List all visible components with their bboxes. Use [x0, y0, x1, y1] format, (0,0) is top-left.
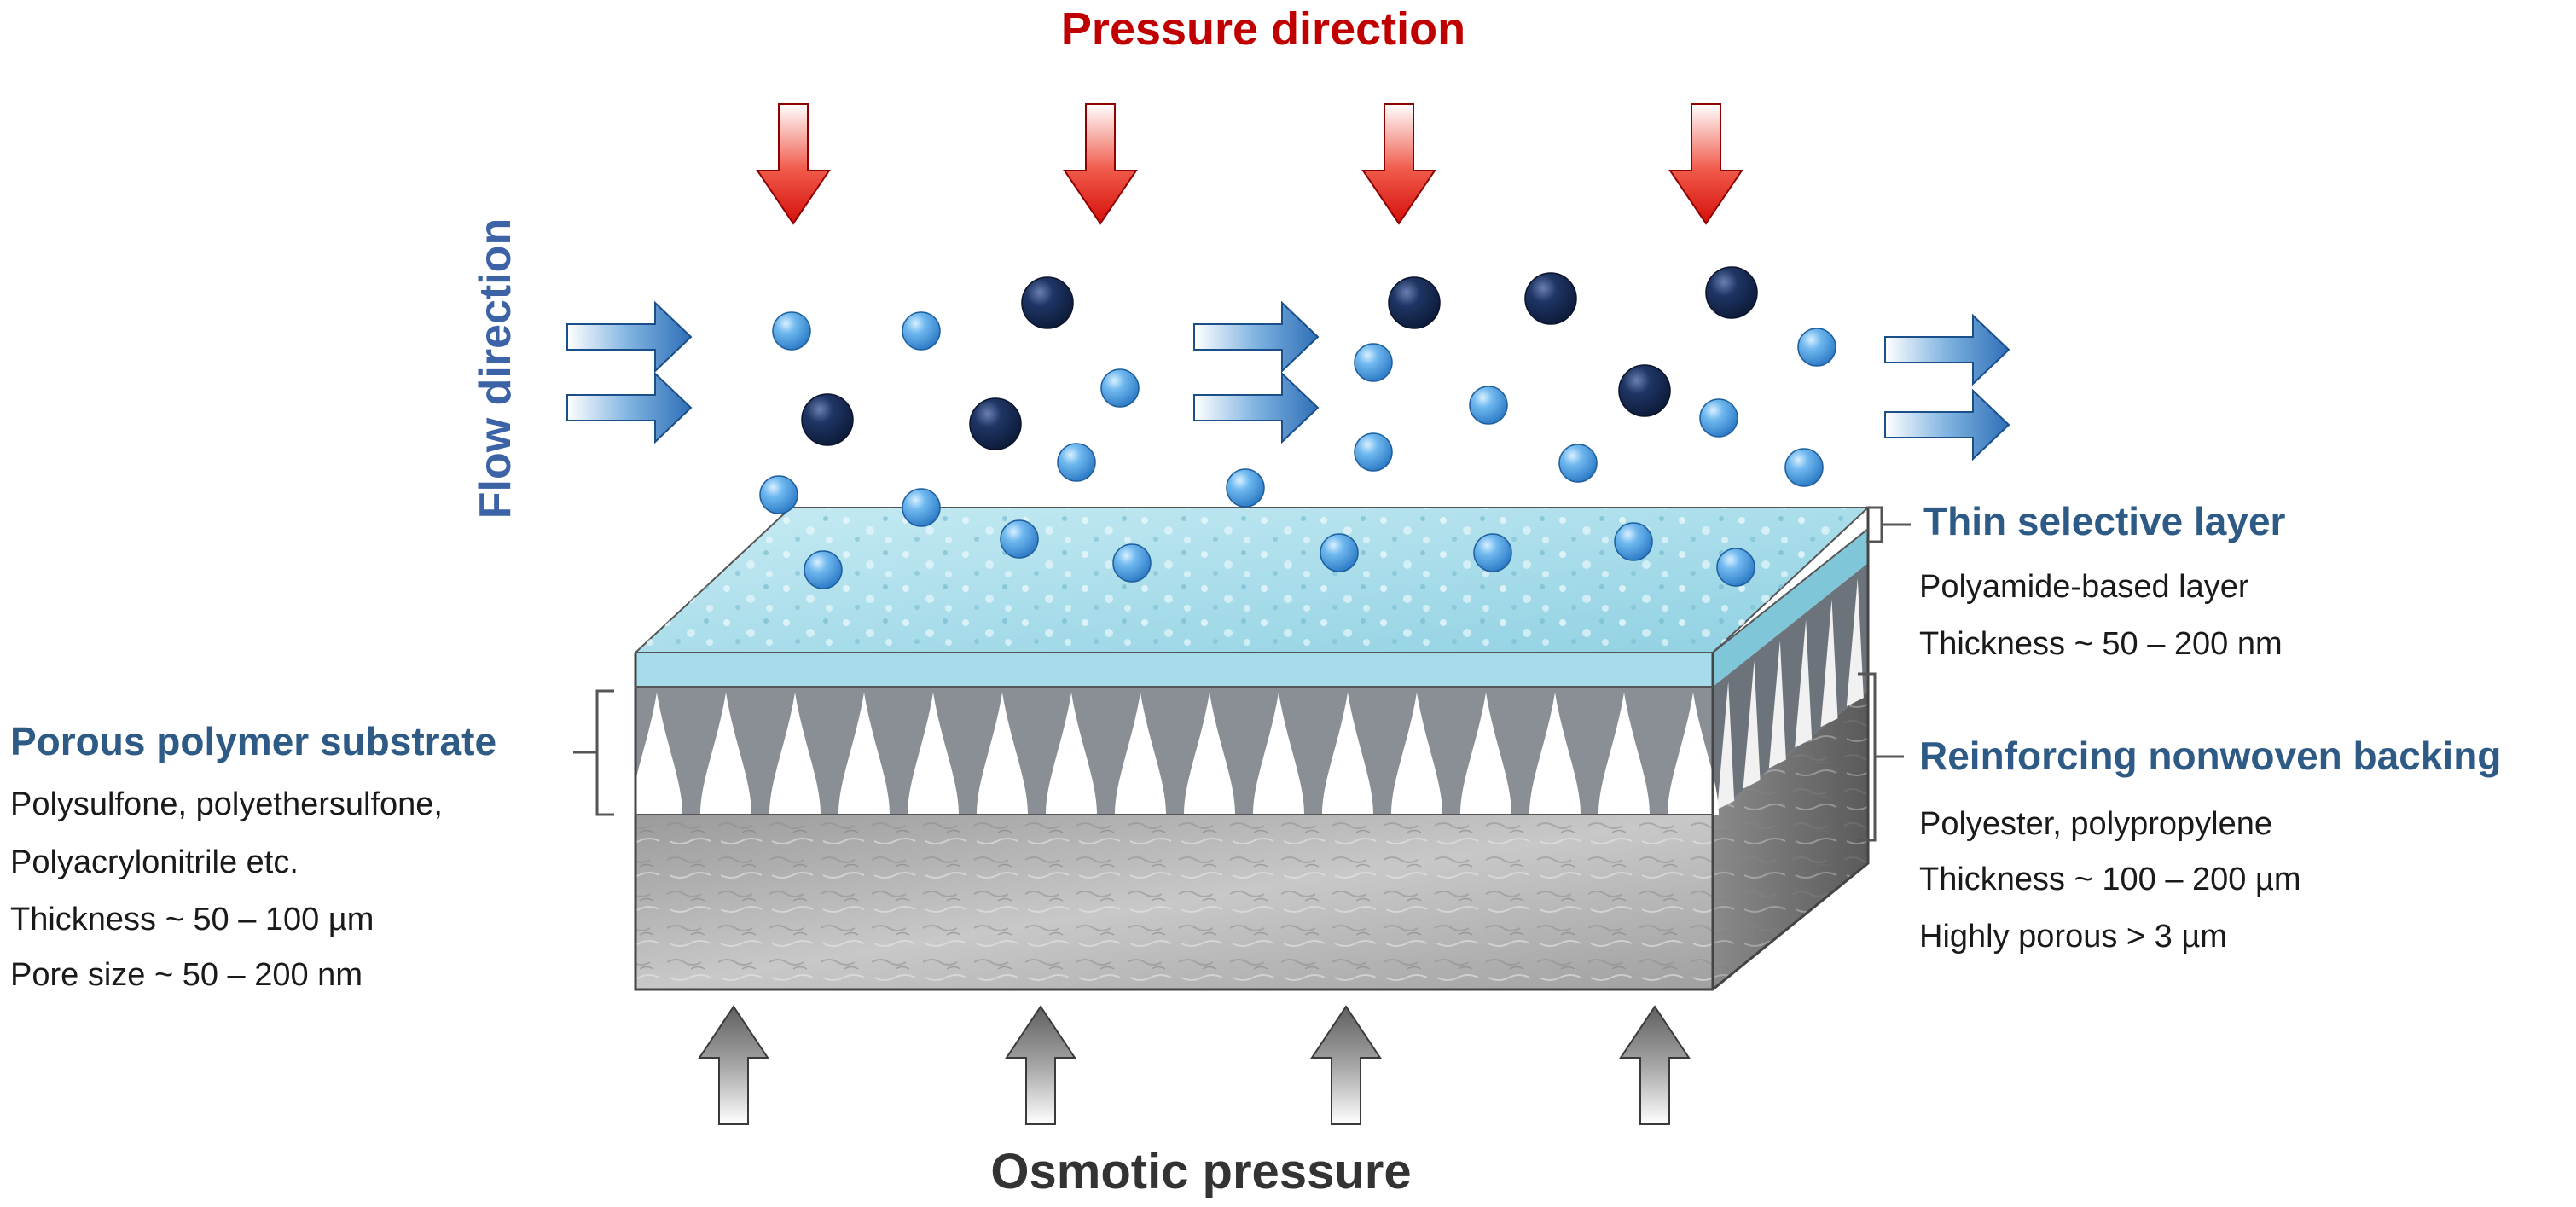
pore-shape: [1768, 640, 1786, 769]
substrate-line4: Pore size ~ 50 – 200 nm: [10, 957, 363, 993]
pore-shape: [1529, 693, 1581, 815]
small-particle: [902, 488, 941, 527]
selective-layer-title: Thin selective layer: [1923, 499, 2286, 543]
pore-shape: [977, 693, 1028, 815]
pressure-arrows: [756, 103, 1743, 225]
large-particle: [1021, 276, 1074, 329]
bracket-backing: [1858, 672, 1904, 842]
osmotic-arrow-icon: [1619, 1005, 1691, 1125]
particles: [759, 266, 1836, 589]
small-particle: [772, 311, 811, 351]
flow-arrow-icon: [1193, 300, 1320, 374]
small-particle: [1699, 398, 1738, 438]
substrate-front-pores: [631, 693, 1719, 815]
small-particle: [1000, 519, 1039, 559]
backing-title: Reinforcing nonwoven backing: [1919, 734, 2501, 778]
backing-line2: Thickness ~ 100 – 200 µm: [1919, 862, 2301, 897]
flow-arrows: [566, 300, 2010, 461]
pressure-arrow-icon: [1361, 103, 1436, 225]
small-particle: [1226, 468, 1265, 508]
pore-shape: [1743, 660, 1761, 789]
flow-arrow-icon: [566, 300, 693, 374]
small-particle: [1354, 432, 1393, 472]
pressure-arrow-icon: [1668, 103, 1743, 225]
pore-shape: [1391, 693, 1442, 815]
selective-layer-line2: Thickness ~ 50 – 200 nm: [1919, 626, 2283, 662]
pore-shape: [1184, 693, 1235, 815]
pressure-direction-label: Pressure direction: [1061, 3, 1465, 55]
osmotic-pressure-label: Osmotic pressure: [990, 1144, 1411, 1199]
pressure-arrow-icon: [756, 103, 831, 225]
small-particle: [1469, 386, 1508, 425]
pore-shape: [1460, 693, 1511, 815]
small-particle: [1354, 343, 1393, 382]
pore-shape: [1046, 693, 1097, 815]
pore-shape: [769, 693, 821, 815]
flow-arrow-icon: [1193, 371, 1320, 444]
backing-line3: Highly porous > 3 µm: [1919, 919, 2227, 955]
pore-shape: [1820, 599, 1838, 728]
small-particle: [1057, 443, 1096, 482]
small-particle: [1784, 448, 1824, 487]
small-particle: [1100, 368, 1140, 408]
bracket-substrate: [573, 689, 614, 816]
bracket-selective: [1866, 506, 1911, 543]
pore-shape: [700, 693, 751, 815]
flow-arrow-icon: [1884, 388, 2010, 461]
backing-line1: Polyester, polypropylene: [1919, 806, 2272, 842]
large-particle: [1524, 272, 1577, 325]
flow-direction-label: Flow direction: [471, 218, 520, 519]
selective-top-texture: [635, 508, 1868, 653]
osmotic-arrow-icon: [698, 1005, 769, 1125]
flow-arrow-icon: [566, 371, 693, 444]
large-particle: [1388, 276, 1441, 329]
pore-shape: [1795, 619, 1813, 748]
small-particle: [1614, 522, 1653, 561]
pore-shape: [1115, 693, 1166, 815]
osmotic-arrow-icon: [1005, 1005, 1076, 1125]
pore-shape: [838, 693, 890, 815]
substrate-line2: Polyacrylonitrile etc.: [10, 844, 299, 880]
large-particle: [1705, 266, 1758, 319]
flow-arrow-icon: [1884, 313, 2010, 386]
pressure-arrow-icon: [1063, 103, 1138, 225]
large-particle: [801, 393, 854, 446]
small-particle: [1473, 533, 1512, 572]
pore-shape: [1598, 693, 1650, 815]
large-particle: [1618, 364, 1671, 417]
backing-front-texture: [635, 815, 1713, 989]
selective-front-face: [635, 653, 1713, 687]
osmotic-arrows: [698, 1005, 1691, 1125]
selective-side-face: [1713, 529, 1868, 687]
small-particle: [759, 475, 798, 514]
backing-side-texture: [1713, 691, 1868, 989]
small-particle: [1320, 533, 1359, 572]
small-particle: [902, 311, 941, 351]
small-particle: [1797, 328, 1836, 367]
selective-layer-line1: Polyamide-based layer: [1919, 569, 2249, 605]
osmotic-arrow-icon: [1310, 1005, 1382, 1125]
substrate-line1: Polysulfone, polyethersulfone,: [10, 786, 443, 822]
substrate-title: Porous polymer substrate: [10, 719, 496, 763]
large-particle: [969, 397, 1022, 450]
pore-shape: [1322, 693, 1373, 815]
small-particle: [1112, 543, 1152, 583]
pore-shape: [631, 693, 682, 815]
substrate-line3: Thickness ~ 50 – 100 µm: [10, 902, 374, 937]
small-particle: [1558, 444, 1598, 483]
small-particle: [1716, 548, 1755, 587]
small-particle: [804, 550, 843, 589]
pore-shape: [1717, 681, 1735, 810]
membrane-block: [631, 507, 1871, 991]
pore-shape: [908, 693, 959, 815]
pore-shape: [1668, 693, 1719, 815]
pore-shape: [1253, 693, 1304, 815]
